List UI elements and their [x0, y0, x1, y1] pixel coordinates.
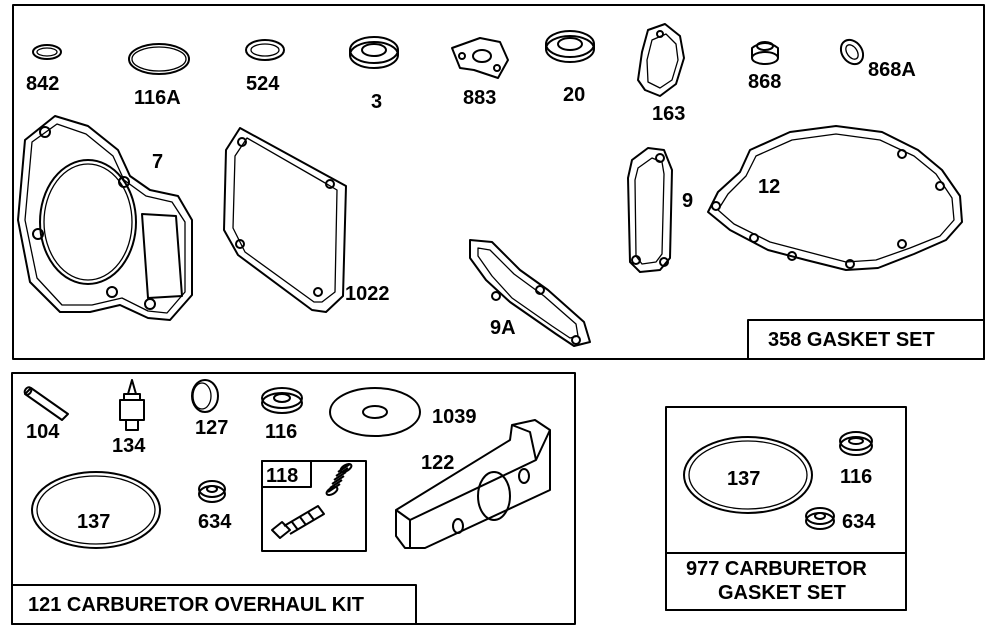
part-label-634: 634	[198, 511, 232, 533]
part-label-3: 3	[371, 91, 383, 113]
part-label-122: 122	[421, 452, 455, 474]
washer-116-set	[839, 431, 873, 456]
crankcase-gasket-12	[707, 125, 963, 271]
washer-634-set	[805, 507, 835, 530]
seal-ring-842	[32, 44, 62, 60]
gasket-9a	[469, 239, 591, 347]
part-label-163: 163	[652, 103, 686, 125]
part-label-127: 127	[195, 417, 229, 439]
o-ring-137-set	[683, 436, 813, 514]
part-label-868: 868	[748, 71, 782, 93]
o-ring-116a	[128, 43, 190, 75]
part-label-116a: 116A	[134, 87, 181, 109]
sub-kit-118-frame	[261, 460, 367, 552]
screw-118	[271, 505, 325, 539]
gasket-set-title: 358 GASKET SET	[768, 329, 935, 351]
washer-634	[198, 480, 226, 503]
part-label-9a: 9A	[490, 317, 516, 339]
part-label-1022: 1022	[345, 283, 390, 305]
valve-seal-868	[751, 41, 779, 65]
part-label-634-set: 634	[842, 511, 876, 533]
carb-gasket-set-title-line1: 977 CARBURETOR	[686, 558, 867, 580]
washer-868a	[839, 38, 865, 66]
overhaul-kit-title-box	[11, 584, 417, 625]
gasket-883	[451, 37, 509, 79]
gasket-163	[637, 23, 685, 97]
part-label-134: 134	[112, 435, 146, 457]
part-label-1039: 1039	[432, 406, 477, 428]
spring-118	[325, 463, 353, 496]
part-label-7: 7	[152, 151, 164, 173]
part-label-883: 883	[463, 87, 497, 109]
float-needle-134	[119, 379, 145, 431]
carb-gasket-set-title-line2: GASKET SET	[718, 582, 846, 604]
gasket-9	[627, 147, 673, 273]
sub-kit-118-label-box	[261, 460, 312, 488]
part-label-116: 116	[265, 421, 298, 443]
part-label-137-set: 137	[727, 468, 761, 490]
diaphragm-1039	[329, 387, 421, 437]
carb-gasket-set-title-box	[665, 552, 907, 611]
oil-seal-3	[349, 36, 399, 69]
part-label-9: 9	[682, 190, 694, 212]
part-label-842: 842	[26, 73, 60, 95]
cylinder-head-gasket-7	[17, 115, 193, 321]
seal-ring-524	[245, 39, 285, 61]
oil-seal-20	[545, 30, 595, 63]
pin-104	[23, 386, 69, 421]
welch-plug-127	[191, 379, 219, 413]
gasket-set-frame	[12, 4, 985, 360]
part-label-116-set: 116	[840, 466, 873, 488]
part-label-104: 104	[26, 421, 60, 443]
washer-116	[261, 387, 303, 414]
part-label-137: 137	[77, 511, 111, 533]
o-ring-137	[31, 471, 161, 549]
part-label-118: 118	[266, 465, 299, 487]
overhaul-kit-title: 121 CARBURETOR OVERHAUL KIT	[28, 594, 364, 616]
spacer-122	[395, 419, 551, 549]
part-label-20: 20	[563, 84, 586, 106]
part-label-12: 12	[758, 176, 781, 198]
part-label-868a: 868A	[868, 59, 916, 81]
part-label-524: 524	[246, 73, 280, 95]
gasket-1022	[223, 127, 347, 313]
gasket-set-title-box	[747, 319, 985, 360]
